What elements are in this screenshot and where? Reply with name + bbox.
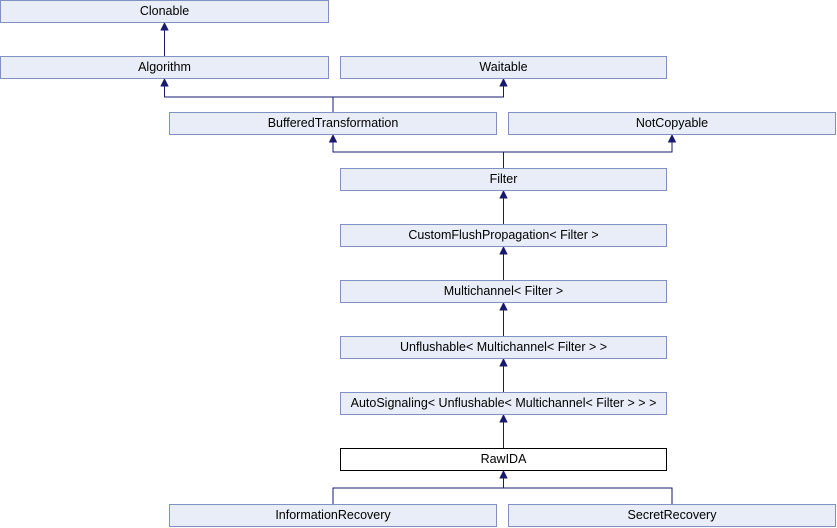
edge-buffered-to-algorithm-and-waitable (160, 77, 508, 112)
node-clonable[interactable]: Clonable (0, 0, 329, 23)
edge-rawida-to-autosignaling (499, 413, 508, 448)
node-buffered-transformation[interactable]: BufferedTransformation (169, 112, 497, 135)
node-secret-recovery[interactable]: SecretRecovery (508, 504, 836, 527)
node-filter[interactable]: Filter (340, 168, 667, 191)
edge-cfp-to-filter (499, 189, 508, 224)
edge-algorithm-to-clonable (160, 21, 169, 56)
node-raw-ida-current: RawIDA (340, 448, 667, 471)
edge-recovery-children-to-rawida (332, 469, 673, 504)
node-algorithm[interactable]: Algorithm (0, 56, 329, 79)
node-information-recovery[interactable]: InformationRecovery (169, 504, 497, 527)
node-multichannel[interactable]: Multichannel< Filter > (340, 280, 667, 303)
node-auto-signaling[interactable]: AutoSignaling< Unflushable< Multichannel… (340, 392, 667, 415)
node-waitable[interactable]: Waitable (340, 56, 667, 79)
node-unflushable[interactable]: Unflushable< Multichannel< Filter > > (340, 336, 667, 359)
edge-filter-to-buffered-and-notcopyable (328, 133, 677, 168)
edge-autosignaling-to-unflushable (499, 357, 508, 392)
node-not-copyable[interactable]: NotCopyable (508, 112, 836, 135)
edge-multichannel-to-cfp (499, 245, 508, 280)
edge-unflushable-to-multichannel (499, 301, 508, 336)
node-custom-flush-propagation[interactable]: CustomFlushPropagation< Filter > (340, 224, 667, 247)
